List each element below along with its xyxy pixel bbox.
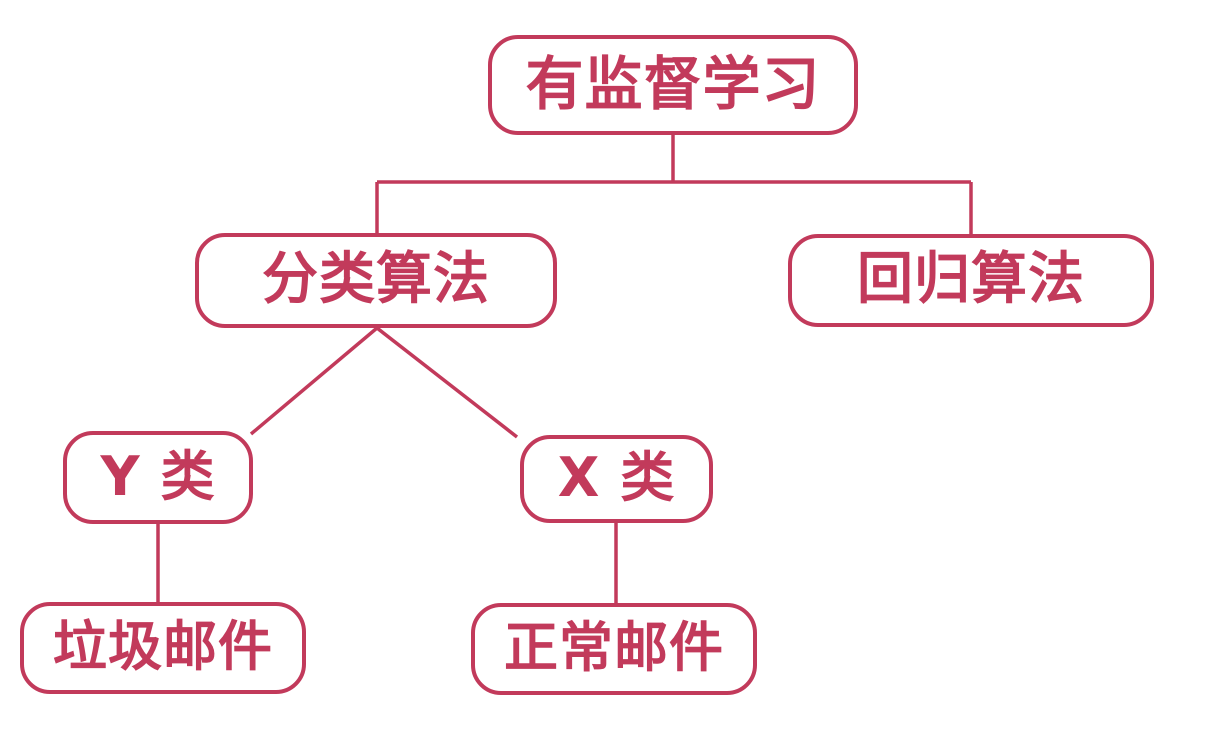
node-x-class: X 类 <box>520 435 713 523</box>
node-supervised-learning-label: 有监督学习 <box>525 50 821 118</box>
node-spam-mail-label: 垃圾邮件 <box>53 615 273 678</box>
node-y-class: Y 类 <box>63 431 253 524</box>
connector-classification-yclass <box>249 326 379 436</box>
node-supervised-learning: 有监督学习 <box>488 35 858 135</box>
node-regression-algorithm: 回归算法 <box>788 234 1154 327</box>
node-normal-mail-label: 正常邮件 <box>504 616 724 679</box>
node-x-class-label: X 类 <box>557 446 676 509</box>
node-classification-algorithm: 分类算法 <box>195 233 557 328</box>
node-classification-algorithm-label: 分类算法 <box>262 246 490 312</box>
node-y-class-label: Y 类 <box>100 444 216 508</box>
connector-classification-xclass <box>375 326 519 439</box>
node-regression-algorithm-label: 回归算法 <box>857 246 1085 312</box>
node-normal-mail: 正常邮件 <box>471 603 757 695</box>
node-spam-mail: 垃圾邮件 <box>20 602 306 694</box>
